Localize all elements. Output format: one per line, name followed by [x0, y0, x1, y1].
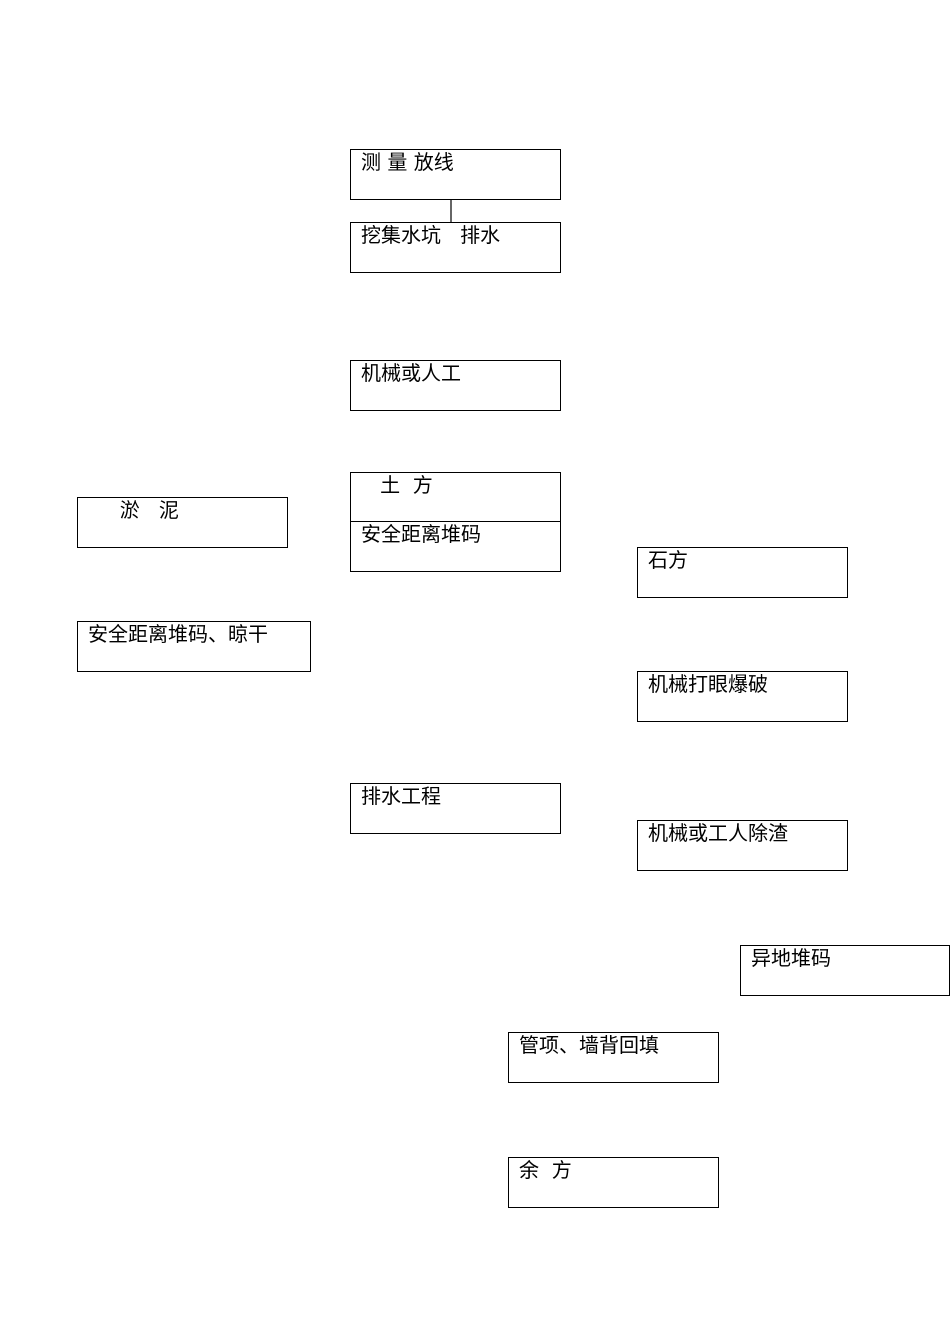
- node-backfill: 管项、墙背回填: [508, 1032, 719, 1083]
- node-machine-or-manual: 机械或人工: [350, 360, 561, 411]
- node-survey-label: 测 量 放线: [361, 150, 454, 174]
- node-earthwork-label: 土 方: [361, 473, 433, 497]
- node-machine-or-manual-label: 机械或人工: [361, 361, 461, 385]
- node-backfill-label: 管项、墙背回填: [519, 1033, 659, 1057]
- node-drill-blast: 机械打眼爆破: [637, 671, 848, 722]
- node-offsite-stack: 异地堆码: [740, 945, 950, 996]
- node-silt-label: 淤 泥: [88, 498, 179, 522]
- node-drainage-label: 排水工程: [361, 784, 441, 808]
- node-silt: 淤 泥: [77, 497, 288, 548]
- node-sump: 挖集水坑 排水: [350, 222, 561, 273]
- node-earthwork: 土 方: [350, 472, 561, 523]
- node-surplus-label: 余 方: [519, 1158, 572, 1182]
- node-rockwork: 石方: [637, 547, 848, 598]
- node-earth-stack-label: 安全距离堆码: [361, 522, 481, 546]
- node-slag-removal: 机械或工人除渣: [637, 820, 848, 871]
- node-silt-stack-dry-label: 安全距离堆码、晾干: [88, 622, 268, 646]
- node-sump-label: 挖集水坑 排水: [361, 223, 501, 247]
- node-slag-removal-label: 机械或工人除渣: [648, 821, 788, 845]
- node-surplus: 余 方: [508, 1157, 719, 1208]
- node-silt-stack-dry: 安全距离堆码、晾干: [77, 621, 311, 672]
- node-earth-stack: 安全距离堆码: [350, 521, 561, 572]
- node-offsite-stack-label: 异地堆码: [751, 946, 831, 970]
- node-survey: 测 量 放线: [350, 149, 561, 200]
- node-drainage: 排水工程: [350, 783, 561, 834]
- node-rockwork-label: 石方: [648, 548, 688, 572]
- node-drill-blast-label: 机械打眼爆破: [648, 672, 768, 696]
